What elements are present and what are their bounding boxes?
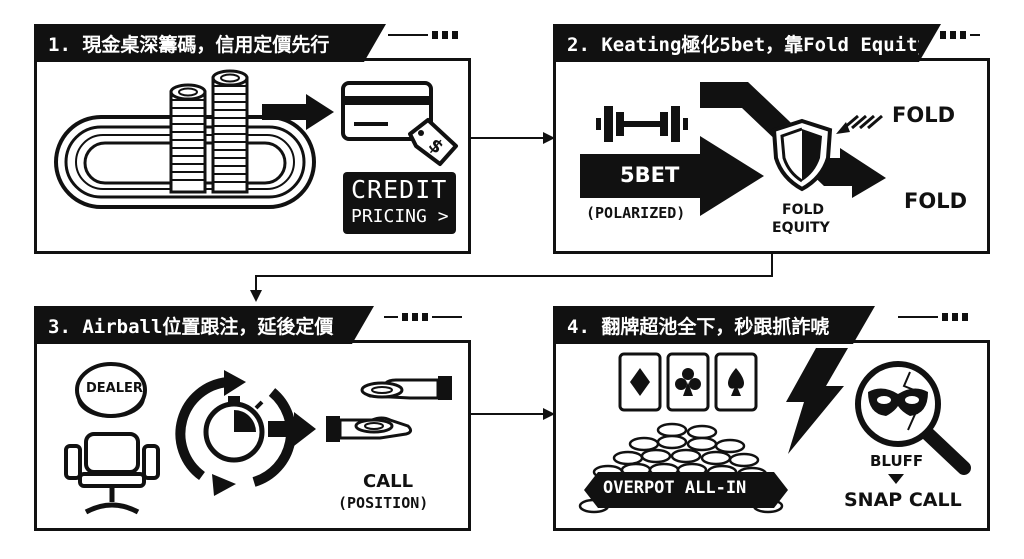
- fivebet-arrow-icon: [580, 136, 764, 216]
- credit-pricing-badge: [343, 172, 456, 234]
- fold-equity-label-1: FOLD: [782, 202, 825, 218]
- chevrons-icon: [836, 114, 883, 134]
- dealer-button-icon: [75, 362, 147, 418]
- position-label: (POSITION): [338, 494, 429, 512]
- dumbbell-icon: [596, 106, 688, 142]
- connector-arrow-1-2: [471, 132, 555, 144]
- credit-card-icon: [341, 81, 433, 141]
- overpot-banner: [584, 472, 788, 508]
- down-triangle-icon: [888, 474, 904, 484]
- mask-icon: [868, 388, 928, 416]
- arrow-right-small-icon: [268, 412, 316, 446]
- panel-2-title-text: 2. Keating極化5bet，靠Fold Equity: [567, 34, 929, 56]
- overpot-label: OVERPOT ALL-IN: [603, 478, 747, 498]
- panel-4-deco: [898, 313, 972, 321]
- credit-label: CREDIT: [351, 175, 448, 204]
- playing-card-icon: [618, 352, 758, 412]
- arrow-right-icon: [262, 94, 334, 130]
- panel-4-title-text: 4. 翻牌超池全下，秒跟抓詐唬: [567, 316, 830, 338]
- panel-3-title-text: 3. Airball位置跟注，延後定價: [48, 316, 334, 338]
- panel-1-title: 1. 現金桌深籌碼，信用定價先行: [34, 24, 386, 62]
- pricing-label: PRICING >: [351, 206, 449, 227]
- fivebet-label: 5BET: [620, 163, 680, 187]
- stopwatch-icon: [175, 370, 297, 496]
- fold-equity-label-2: EQUITY: [772, 220, 830, 236]
- call-label: CALL: [363, 471, 414, 492]
- panel-1-title-text: 1. 現金桌深籌碼，信用定價先行: [48, 34, 330, 56]
- panel-2-title: 2. Keating極化5bet，靠Fold Equity: [553, 24, 941, 62]
- shield-icon: [771, 118, 833, 192]
- panel-1-deco: [388, 31, 462, 39]
- dealer-label: DEALER: [86, 381, 143, 396]
- panel-3-deco: [384, 313, 466, 321]
- hand-icon: [326, 376, 452, 442]
- connector-arrow-3-4: [471, 408, 555, 420]
- chip-stack-icon: [169, 69, 249, 194]
- chair-icon: [64, 432, 160, 515]
- lightning-icon: [786, 348, 848, 454]
- fold-bottom-label: FOLD: [904, 189, 968, 213]
- panel-4-title: 4. 翻牌超池全下，秒跟抓詐唬: [553, 306, 875, 344]
- panel-3-title: 3. Airball位置跟注，延後定價: [34, 306, 374, 344]
- snap-call-label: SNAP CALL: [844, 489, 962, 511]
- connector-arrow-2-3: [250, 254, 773, 302]
- bluff-label: BLUFF: [870, 452, 924, 470]
- polarized-label: (POLARIZED): [586, 204, 686, 222]
- panel-2-deco: [940, 31, 984, 39]
- price-tag-icon: $: [408, 118, 458, 166]
- fold-top-label: FOLD: [892, 103, 956, 127]
